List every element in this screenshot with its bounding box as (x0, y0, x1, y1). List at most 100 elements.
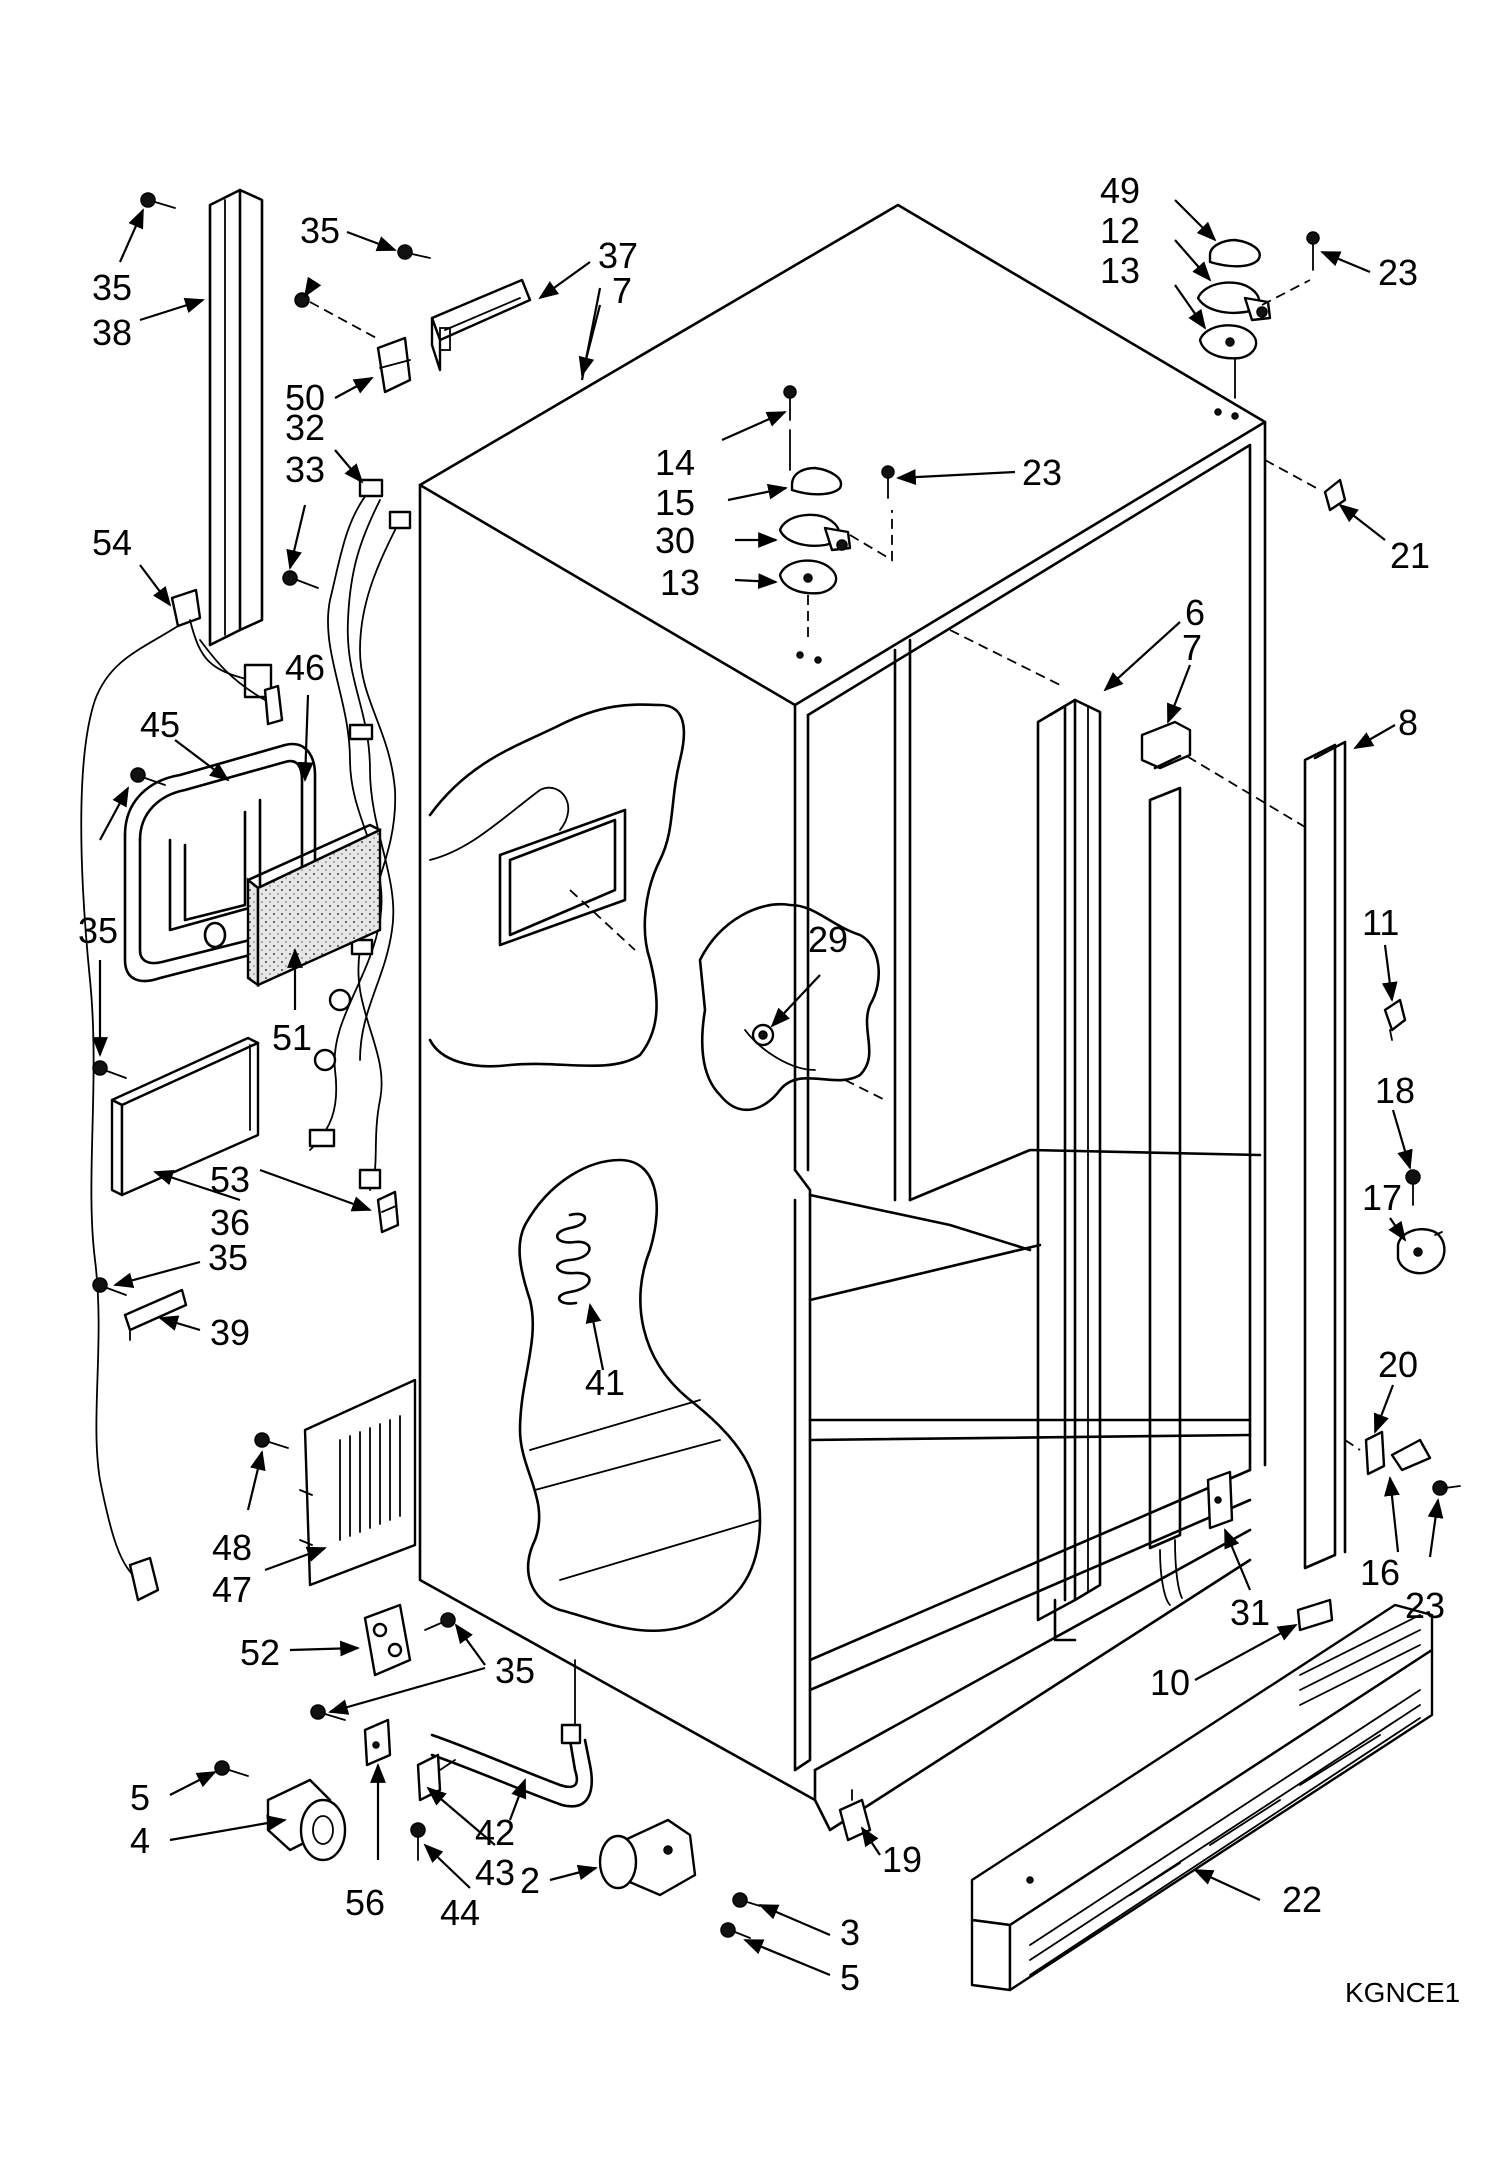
screw-14 (783, 385, 797, 471)
hinge-17 (1396, 1228, 1446, 1275)
base-grille-22 (970, 1603, 1434, 1992)
hinge-cover-49 (1208, 238, 1261, 268)
callout-4: 4 (130, 1820, 150, 1861)
screw-23-mid (849, 465, 895, 562)
block-31 (1206, 1470, 1234, 1530)
fitting-29 (751, 1023, 775, 1047)
callout-35a: 35 (92, 267, 132, 308)
callout-46: 46 (285, 647, 325, 688)
bracket-37 (430, 278, 532, 372)
callout-38: 38 (92, 312, 132, 353)
callout-52: 52 (240, 1632, 280, 1673)
callout-5b: 5 (840, 1957, 860, 1998)
callout-32: 32 (285, 407, 325, 448)
clip-21 (1264, 459, 1347, 512)
callout-56: 56 (345, 1882, 385, 1923)
callout-labels: 7 2 3 4 5 5 6 7 8 10 11 12 13 13 14 15 1… (78, 170, 1460, 2008)
callout-33: 33 (285, 449, 325, 490)
cover-36 (110, 1036, 260, 1197)
callout-35b: 35 (300, 210, 340, 251)
callout-14: 14 (655, 442, 695, 483)
callout-30: 30 (655, 520, 695, 561)
wire-harness-46 (308, 478, 412, 1191)
clip-56 (363, 1718, 392, 1767)
callout-48: 48 (212, 1527, 252, 1568)
callout-31: 31 (1230, 1592, 1270, 1633)
callout-44: 44 (440, 1892, 480, 1933)
hinge-52 (363, 1603, 412, 1677)
screw-35-top (140, 192, 176, 209)
callout-47: 47 (212, 1569, 252, 1610)
power-cord-54 (80, 588, 284, 1602)
roller-2 (598, 1818, 761, 1939)
screw-23-top (1261, 231, 1320, 306)
hinge-30 (778, 513, 852, 552)
clip-50 (376, 336, 412, 394)
callout-13b: 13 (660, 562, 700, 603)
callout-36: 36 (210, 1202, 250, 1243)
tube-42 (430, 1659, 594, 1808)
cabinet-shell (418, 203, 1311, 1832)
callout-39: 39 (210, 1312, 250, 1353)
cabinet-cutaway-center (698, 902, 886, 1112)
hinge-13-top (1198, 324, 1258, 420)
trim-8 (1303, 740, 1347, 1570)
callout-21: 21 (1390, 535, 1430, 576)
callout-45: 45 (140, 704, 180, 745)
callout-19: 19 (882, 1839, 922, 1880)
callout-23c: 23 (1405, 1585, 1445, 1626)
callout-18: 18 (1375, 1070, 1415, 1111)
hinge-12 (1196, 281, 1272, 322)
callout-35d: 35 (208, 1237, 248, 1278)
heater-7 (1140, 720, 1192, 1606)
callout-53: 53 (210, 1159, 250, 1200)
hinge-13-mid (778, 559, 838, 664)
hinge-16 (1344, 1430, 1461, 1496)
screw-18 (1405, 1169, 1421, 1206)
callout-13a: 13 (1100, 250, 1140, 291)
callout-16: 16 (1360, 1552, 1400, 1593)
cabinet-cutaway-lower (518, 1158, 762, 1633)
leader-lines (92, 199, 1444, 1977)
bracket-39 (92, 1277, 188, 1341)
callout-10: 10 (1150, 1662, 1190, 1703)
screw-35-cover (92, 1060, 127, 1079)
callout-5a: 5 (130, 1777, 150, 1818)
screw-35-hinge (310, 1612, 456, 1721)
callout-7: 7 (1182, 627, 1202, 668)
screw-44 (410, 1822, 426, 1861)
clip-53 (376, 1190, 400, 1234)
callout-20: 20 (1378, 1344, 1418, 1385)
screw-35-bracket (294, 244, 431, 341)
callout-22: 22 (1282, 1879, 1322, 1920)
callout-49: 49 (1100, 170, 1140, 211)
breaker-strip-6 (1036, 698, 1102, 1642)
callout-51: 51 (272, 1017, 312, 1058)
callout-50: 50 (285, 377, 325, 418)
insulation-51 (246, 823, 382, 988)
callout-11: 11 (1362, 902, 1399, 943)
callout-54: 54 (92, 522, 132, 563)
callout-43: 43 (475, 1852, 515, 1893)
callout-12: 12 (1100, 210, 1140, 251)
spring-41 (556, 1212, 591, 1305)
roller-4 (214, 1760, 347, 1862)
callout-35c: 35 (78, 910, 118, 951)
cabinet-cutaway-upper (428, 703, 686, 1068)
back-panel-47 (299, 1378, 417, 1587)
callout-2: 2 (520, 1860, 540, 1901)
callout-3: 3 (840, 1912, 860, 1953)
hinge-cover-15 (790, 466, 843, 496)
diagram-code: KGNCE1 (1345, 1977, 1460, 2008)
callout-17: 17 (1362, 1177, 1402, 1218)
callout-37: 37 (598, 235, 638, 276)
screw-33 (282, 570, 319, 589)
callout-1: 7 (612, 270, 632, 311)
callout-41: 41 (585, 1362, 625, 1403)
callout-35e: 35 (495, 1650, 535, 1691)
channel-38 (208, 188, 264, 647)
callout-8: 8 (1398, 702, 1418, 743)
callout-23b: 23 (1022, 452, 1062, 493)
callout-15: 15 (655, 482, 695, 523)
